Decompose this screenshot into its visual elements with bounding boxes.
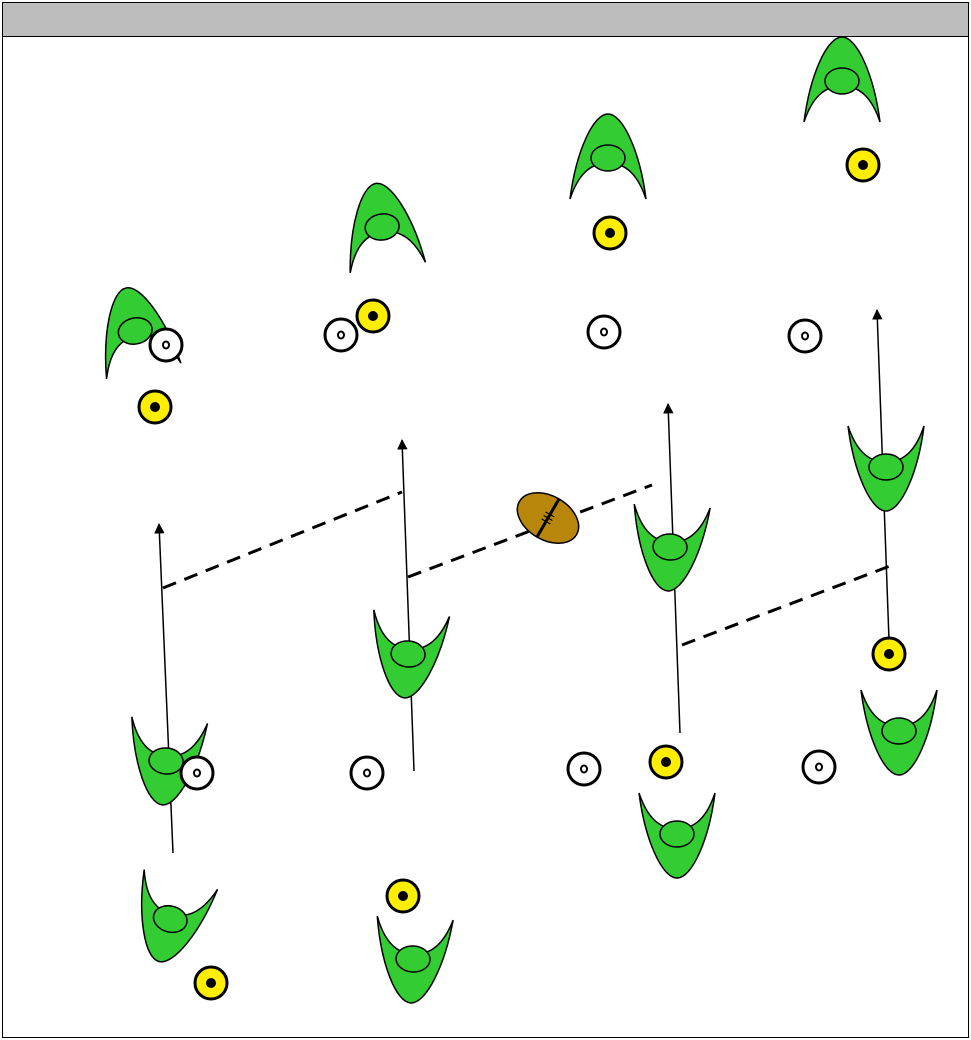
pass-line-2 <box>407 483 653 579</box>
yellow-cones <box>137 147 907 1001</box>
white-cone-marker <box>801 749 837 785</box>
yellow-cone-marker <box>385 878 421 914</box>
yellow-cone-marker <box>355 298 391 334</box>
defender-2 <box>337 177 427 274</box>
attacker-6 <box>638 792 716 879</box>
defender-3 <box>569 113 647 200</box>
attacker-5 <box>629 503 711 594</box>
white-cone-marker <box>323 317 359 353</box>
white-cone-marker <box>787 318 823 354</box>
white-cone-marker <box>349 755 385 791</box>
run-lines <box>154 308 890 854</box>
yellow-cone-marker <box>871 636 907 672</box>
title-bar <box>3 3 968 37</box>
pass-lines <box>162 483 891 647</box>
attacker-2 <box>121 868 219 973</box>
yellow-cone-marker <box>845 147 881 183</box>
yellow-cone-marker <box>137 389 173 425</box>
pass-line-1 <box>162 490 403 590</box>
white-cone-marker <box>566 751 602 787</box>
defender-4 <box>803 36 881 123</box>
attacker-7 <box>847 425 925 512</box>
yellow-cone-marker <box>648 744 684 780</box>
attacker-8 <box>860 689 938 776</box>
pass-line-3 <box>681 564 891 647</box>
attacker-4 <box>372 915 454 1006</box>
white-cone-marker <box>148 327 184 363</box>
yellow-cone-marker <box>592 215 628 251</box>
run-line-2 <box>397 438 415 772</box>
defenders <box>88 36 881 380</box>
rugby-ball-icon <box>516 492 580 544</box>
white-cone-marker <box>586 314 622 350</box>
yellow-cone-marker <box>193 965 229 1001</box>
white-cone-marker <box>179 755 215 791</box>
